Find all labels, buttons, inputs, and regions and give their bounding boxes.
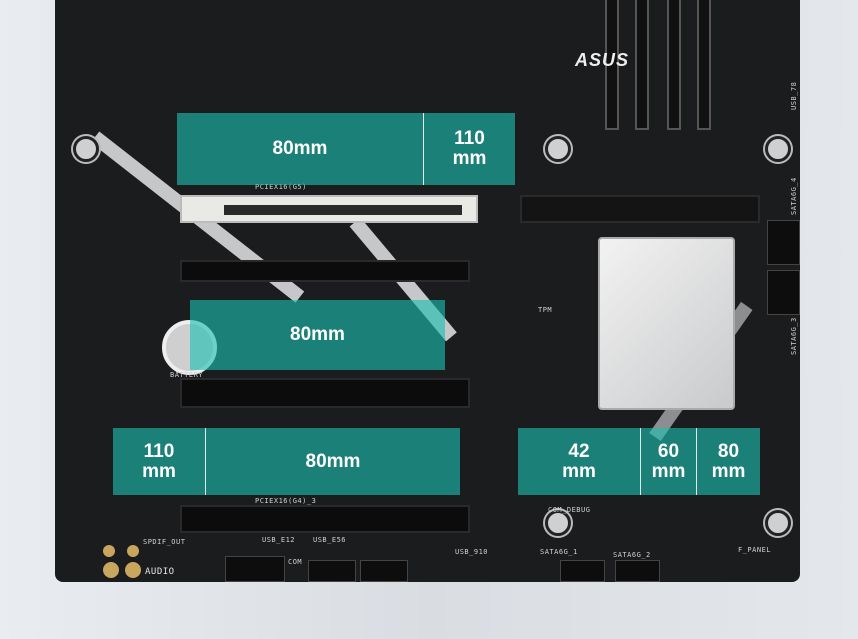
label-usb-e12: USB_E12 [262, 536, 296, 544]
label-com: COM [288, 558, 303, 566]
label-usb-e56: USB_E56 [313, 536, 347, 544]
label-sata6g-2: SATA6G_2 [613, 551, 651, 559]
label-f-panel: F_PANEL [738, 546, 772, 554]
label-usb-910: USB_910 [455, 548, 489, 556]
label-battery: BATTERY [170, 371, 204, 379]
audio-capacitor [103, 562, 119, 578]
m2-length-80mm: 80 mm [696, 428, 760, 495]
audio-capacitor [127, 545, 139, 557]
header-connector [225, 556, 285, 582]
m2-overlay-top: 80mm 110 mm [177, 113, 515, 185]
mount-screw [545, 136, 571, 162]
mount-screw [765, 136, 791, 162]
label-pciex16-g4: PCIEX16(G4)_3 [255, 497, 317, 505]
ram-slot [667, 0, 681, 130]
slot-heatsink [520, 195, 760, 223]
sata-port-1 [560, 560, 605, 582]
m2-length-60mm: 60 mm [640, 428, 696, 495]
m2-length-42mm: 42 mm [562, 440, 596, 482]
sata-port-2 [615, 560, 660, 582]
label-pciex16-g5: PCIEX16(G5) [255, 183, 307, 191]
header-connector [360, 560, 408, 582]
m2-length-80mm: 80mm [205, 428, 460, 495]
label-spdif-out: SPDIF_OUT [143, 538, 186, 546]
m2-length-80mm: 80mm [272, 138, 328, 159]
audio-capacitor [103, 545, 115, 557]
m2-length-110mm: 110 mm [423, 113, 515, 185]
label-sata6g-1: SATA6G_1 [540, 548, 578, 556]
m2-length-80mm: 80mm [290, 324, 345, 345]
ram-slot [605, 0, 619, 130]
ram-slot [635, 0, 649, 130]
mount-screw [73, 136, 99, 162]
audio-capacitor [125, 562, 141, 578]
sata-port-3 [767, 270, 800, 315]
mount-screw [545, 510, 571, 536]
m2-overlay-middle: 80mm [190, 300, 445, 370]
pcie-slot-g5 [180, 195, 478, 223]
chipset-heatsink [598, 237, 735, 410]
label-usb-78: USB_78 [790, 81, 798, 110]
label-audio: AUDIO [145, 567, 175, 577]
ram-slot [697, 0, 711, 130]
asus-logo: ASUS [575, 50, 630, 70]
mount-screw [765, 510, 791, 536]
pcie-slot [180, 378, 470, 408]
label-sata6g-3: SATA6G_3 [790, 317, 798, 355]
m2-overlay-bottom-right: 42 mm 60 mm 80 mm [518, 428, 760, 495]
m2-length-110mm: 110 mm [142, 440, 176, 482]
label-com-debug: COM_DEBUG [548, 506, 591, 514]
m2-overlay-bottom-left: 110 mm 80mm [113, 428, 460, 495]
label-tpm: TPM [538, 306, 553, 314]
pcie-slot-g4 [180, 505, 470, 533]
label-sata6g-4: SATA6G_4 [790, 177, 798, 215]
sata-port-4 [767, 220, 800, 265]
header-connector [308, 560, 356, 582]
pcie-slot [180, 260, 470, 282]
